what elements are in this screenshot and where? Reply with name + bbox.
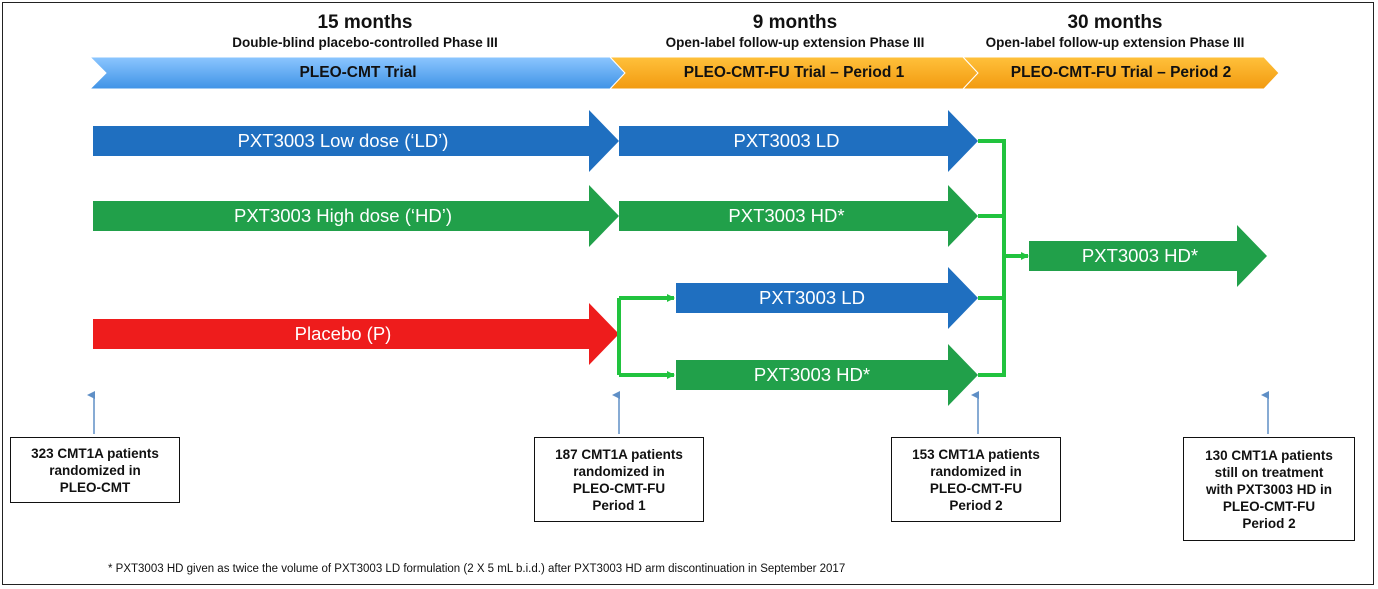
arm-high-dose-shape <box>93 185 619 247</box>
header-phase: Double-blind placebo-controlled Phase II… <box>232 35 498 50</box>
placebo-split-connector <box>617 296 672 377</box>
header-months: 30 months <box>1067 12 1163 33</box>
header-phase-30-months: 30 months Open-label follow-up extension… <box>960 12 1270 51</box>
band-pleo-cmt-label: PLEO-CMT Trial <box>299 64 417 81</box>
arm-fu-hd-from-p-label: PXT3003 HD* <box>753 364 871 385</box>
arm-period2-hd-shape <box>1029 225 1267 287</box>
patients-box-text: 187 CMT1A patients randomized in PLEO-CM… <box>555 446 683 513</box>
arm-fu-ld-from-p-shape <box>676 267 978 329</box>
arm-placebo-shape <box>93 303 619 365</box>
header-phase-9-months: 9 months Open-label follow-up extension … <box>610 12 980 51</box>
merge-connector <box>978 139 1022 377</box>
header-phase-15-months: 15 months Double-blind placebo-controlle… <box>150 12 580 51</box>
patients-box-fu-period1: 187 CMT1A patients randomized in PLEO-CM… <box>534 437 704 522</box>
patients-box-still-on-treatment: 130 CMT1A patients still on treatment wi… <box>1183 437 1355 541</box>
arm-low-dose-label: PXT3003 Low dose (‘LD’) <box>237 130 449 151</box>
arm-low-dose-shape <box>93 110 619 172</box>
header-phase: Open-label follow-up extension Phase III <box>985 35 1245 50</box>
patients-box-text: 130 CMT1A patients still on treatment wi… <box>1205 447 1333 531</box>
arm-fu-ld-from-ld-shape <box>619 110 978 172</box>
arm-fu-ld-from-ld-label: PXT3003 LD <box>733 130 840 151</box>
footnote: * PXT3003 HD given as twice the volume o… <box>108 563 846 575</box>
arm-high-dose-label: PXT3003 High dose (‘HD’) <box>234 205 452 226</box>
band-fu-period2-label: PLEO-CMT-FU Trial – Period 2 <box>1010 64 1232 81</box>
header-phase: Open-label follow-up extension Phase III <box>665 35 925 50</box>
arm-fu-hd-from-hd-shape <box>619 185 978 247</box>
header-months: 15 months <box>317 12 413 33</box>
arm-fu-hd-from-p-shape <box>676 344 978 406</box>
band-fu-period1-label: PLEO-CMT-FU Trial – Period 1 <box>683 64 905 81</box>
arm-fu-hd-from-hd-label: PXT3003 HD* <box>728 205 845 226</box>
arm-placebo-label: Placebo (P) <box>294 323 392 344</box>
header-months: 9 months <box>752 12 838 33</box>
patients-box-fu-period2: 153 CMT1A patients randomized in PLEO-CM… <box>891 437 1061 522</box>
arm-fu-ld-from-p-label: PXT3003 LD <box>759 287 865 308</box>
patients-box-text: 323 CMT1A patients randomized in PLEO-CM… <box>31 445 159 495</box>
patients-box-pleo-cmt: 323 CMT1A patients randomized in PLEO-CM… <box>10 437 180 503</box>
patients-box-text: 153 CMT1A patients randomized in PLEO-CM… <box>912 446 1040 513</box>
band-fu-period2-shape <box>961 56 1280 90</box>
arm-period2-hd-label: PXT3003 HD* <box>1081 245 1199 266</box>
